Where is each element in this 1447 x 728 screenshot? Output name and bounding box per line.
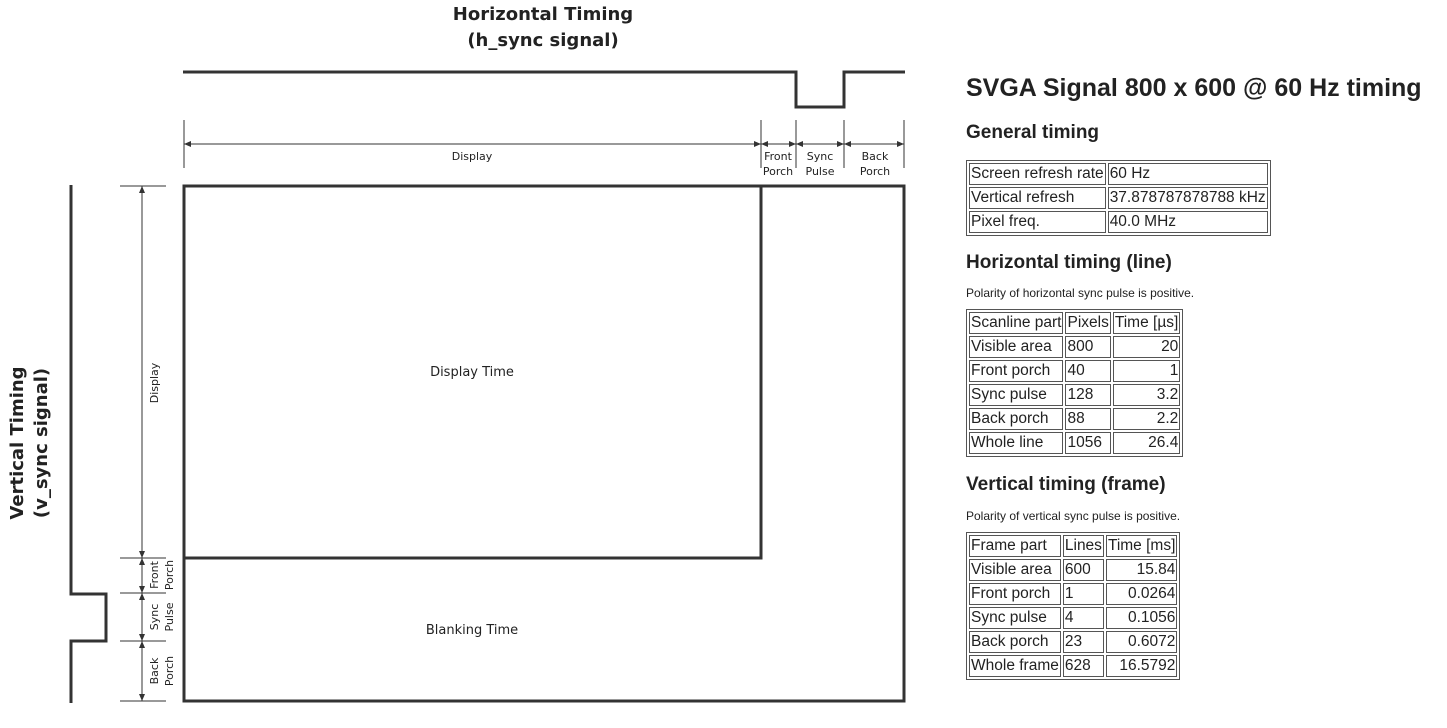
table-cell: 4	[1062, 607, 1104, 629]
table-cell: Vertical refresh	[969, 187, 1106, 209]
v-display-label: Display	[148, 362, 161, 403]
table-header-cell: Time [ms]	[1105, 535, 1178, 557]
table-cell: Visible area	[969, 559, 1061, 581]
table-cell: Back porch	[969, 631, 1061, 653]
table-cell: 40.0 MHz	[1107, 211, 1268, 233]
table-cell: Front porch	[969, 583, 1061, 605]
table-cell: 15.84	[1105, 559, 1178, 581]
table-cell: Front porch	[969, 360, 1064, 382]
table-header-cell: Scanline part	[969, 312, 1064, 334]
table-row: Pixel freq.40.0 MHz	[969, 211, 1268, 233]
table-cell: Visible area	[969, 336, 1064, 358]
h-front-porch-label: Front	[764, 150, 793, 163]
v-front-porch-label-2: Porch	[163, 560, 176, 590]
table-cell: 20	[1112, 336, 1181, 358]
page-title: SVGA Signal 800 x 600 @ 60 Hz timing	[966, 74, 1422, 102]
h-sync-pulse-label-2: Pulse	[806, 165, 835, 178]
v-sync-waveform	[69, 185, 108, 703]
h-sync-pulse-label: Sync	[807, 150, 834, 163]
table-cell: 0.6072	[1105, 631, 1178, 653]
h-dimension-lines	[184, 141, 904, 147]
table-cell: 1	[1062, 583, 1104, 605]
table-cell: 3.2	[1112, 384, 1181, 406]
table-cell: 128	[1065, 384, 1111, 406]
table-cell: 26.4	[1112, 432, 1181, 454]
h-timing-subtitle: (h_sync signal)	[467, 30, 618, 51]
v-back-porch-label: Back	[148, 657, 161, 684]
v-sync-pulse-label: Sync	[148, 604, 161, 631]
table-cell: Whole frame	[969, 655, 1061, 677]
h-back-porch-label: Back	[862, 150, 889, 163]
v-back-porch-label-2: Porch	[163, 656, 176, 686]
table-cell: 0.1056	[1105, 607, 1178, 629]
v-sync-pulse-label-2: Pulse	[163, 602, 176, 631]
vertical-polarity-note: Polarity of vertical sync pulse is posit…	[966, 509, 1181, 523]
table-header-cell: Lines	[1062, 535, 1104, 557]
vertical-timing-heading: Vertical timing (frame)	[966, 474, 1166, 495]
table-cell: 37.878787878788 kHz	[1107, 187, 1268, 209]
table-cell: Sync pulse	[969, 607, 1061, 629]
v-front-porch-label: Front	[148, 560, 161, 589]
h-timing-title: Horizontal Timing	[453, 4, 633, 25]
table-cell: 23	[1062, 631, 1104, 653]
general-timing-heading: General timing	[966, 122, 1100, 143]
display-area-border	[184, 186, 763, 560]
table-cell: Screen refresh rate	[969, 163, 1106, 185]
table-header-cell: Pixels	[1065, 312, 1111, 334]
table-cell: 2.2	[1112, 408, 1181, 430]
display-time-label: Display Time	[430, 365, 514, 380]
h-sync-waveform	[183, 70, 905, 109]
total-frame-rect	[182, 184, 906, 703]
table-cell: 40	[1065, 360, 1111, 382]
table-cell: 0.0264	[1105, 583, 1178, 605]
table-header-cell: Frame part	[969, 535, 1061, 557]
v-dimension-ticks	[120, 185, 166, 702]
timing-diagram: Horizontal Timing (h_sync signal) Displa…	[7, 4, 906, 703]
table-cell: 1	[1112, 360, 1181, 382]
v-dimension-lines	[139, 186, 145, 701]
table-cell: 800	[1065, 336, 1111, 358]
table-header-cell: Time [µs]	[1112, 312, 1181, 334]
v-timing-subtitle: (v_sync signal)	[31, 368, 52, 518]
horizontal-timing-heading: Horizontal timing (line)	[966, 252, 1172, 273]
table-cell: 60 Hz	[1107, 163, 1268, 185]
table-cell: Back porch	[969, 408, 1064, 430]
h-back-porch-label-2: Porch	[860, 165, 890, 178]
timing-info-panel: SVGA Signal 800 x 600 @ 60 Hz timing Gen…	[966, 70, 1446, 680]
h-front-porch-label-2: Porch	[763, 165, 793, 178]
v-timing-title: Vertical Timing	[7, 366, 28, 519]
table-cell: 600	[1062, 559, 1104, 581]
horizontal-polarity-note: Polarity of horizontal sync pulse is pos…	[966, 286, 1195, 300]
table-cell: 16.5792	[1105, 655, 1178, 677]
table-cell: Sync pulse	[969, 384, 1064, 406]
table-cell: 1056	[1065, 432, 1111, 454]
table-cell: Whole line	[969, 432, 1064, 454]
table-cell: Pixel freq.	[969, 211, 1106, 233]
table-cell: 628	[1062, 655, 1104, 677]
h-display-label: Display	[452, 150, 493, 163]
table-cell: 88	[1065, 408, 1111, 430]
blanking-time-label: Blanking Time	[426, 623, 518, 638]
